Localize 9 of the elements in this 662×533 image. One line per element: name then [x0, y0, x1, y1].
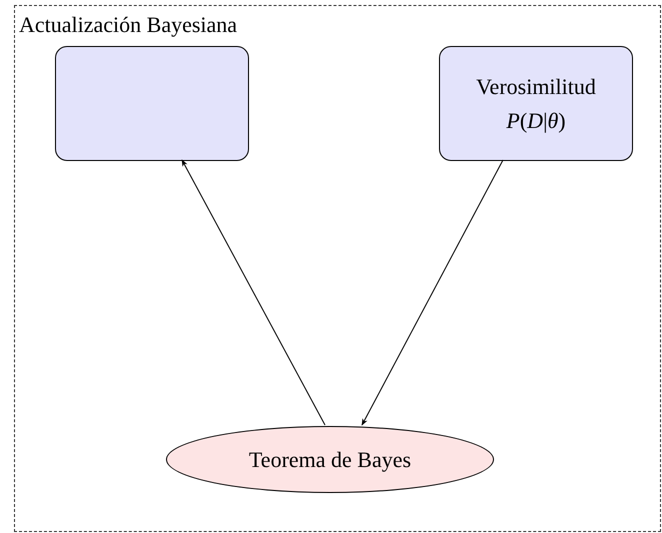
arrow: [362, 160, 504, 426]
dashed-frame: [14, 5, 661, 532]
node-label: Teorema de Bayes: [248, 446, 412, 474]
process-box: [439, 46, 633, 161]
formula: P(D|θ): [506, 106, 566, 135]
frame-title: Actualización Bayesiana: [19, 14, 238, 36]
empty-box: [55, 46, 249, 161]
arrow: [182, 159, 326, 426]
node-label: Verosimilitud: [476, 72, 596, 100]
